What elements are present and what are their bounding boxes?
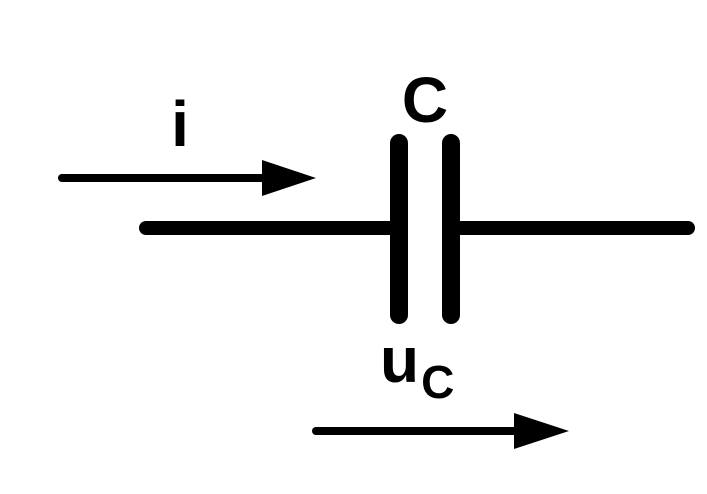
voltage-label: uC — [380, 324, 454, 408]
voltage-arrow-head — [514, 413, 569, 449]
voltage-label-subscript: C — [421, 356, 454, 408]
capacitor-label: C — [402, 64, 448, 136]
current-label: i — [171, 88, 189, 160]
current-arrow-head — [262, 160, 316, 196]
voltage-arrow — [312, 413, 569, 449]
current-arrow — [58, 160, 316, 196]
voltage-label-main: u — [380, 324, 419, 396]
